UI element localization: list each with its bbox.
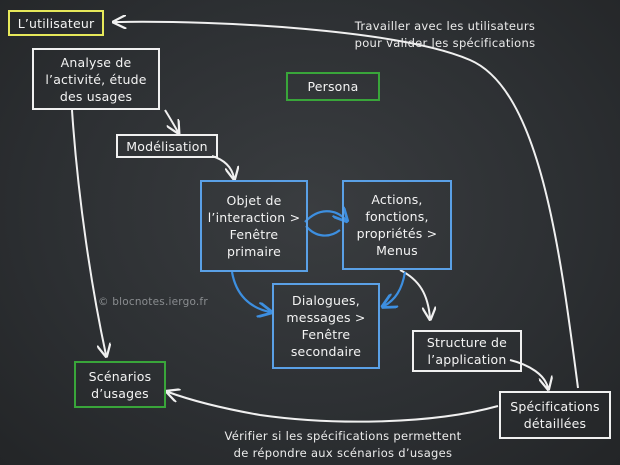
box-structure: Structure de l’application	[412, 330, 522, 372]
arrow-spec-to-user	[115, 22, 579, 389]
arrow-structure-to-specifications	[509, 359, 548, 388]
arrow-specifications-to-scenarios	[168, 392, 499, 423]
box-actions: Actions, fonctions, propriétés > Menus	[342, 180, 452, 270]
arrow-analyse-to-scenarios	[71, 109, 106, 355]
box-analyse: Analyse de l’activité, étude des usages	[32, 48, 160, 110]
arrow-actions-to-objet	[305, 225, 341, 237]
arrow-objet-to-actions	[304, 211, 346, 222]
arrow-analyse-to-modelisation	[164, 109, 178, 132]
box-scenarios: Scénarios d’usages	[74, 361, 166, 408]
note-top: Travailler avec les utilisateurs pour va…	[354, 19, 536, 50]
arrow-objet-to-dialogues	[230, 271, 270, 312]
arrow-modelisation-to-objet	[211, 155, 234, 178]
note-bottom: Vérifier si les spécifications permetten…	[224, 429, 462, 460]
box-utilisateur: L’utilisateur	[8, 10, 104, 36]
box-dialogues: Dialogues, messages > Fenêtre secondaire	[272, 283, 380, 369]
box-objet: Objet de l’interaction > Fenêtre primair…	[200, 180, 308, 272]
box-persona: Persona	[286, 72, 380, 101]
box-specifications: Spécifications détaillées	[499, 391, 611, 439]
arrow-actions-to-dialogues	[384, 271, 407, 306]
copyright-text: © blocnotes.iergo.fr	[98, 296, 208, 308]
box-modelisation: Modélisation	[116, 134, 218, 158]
